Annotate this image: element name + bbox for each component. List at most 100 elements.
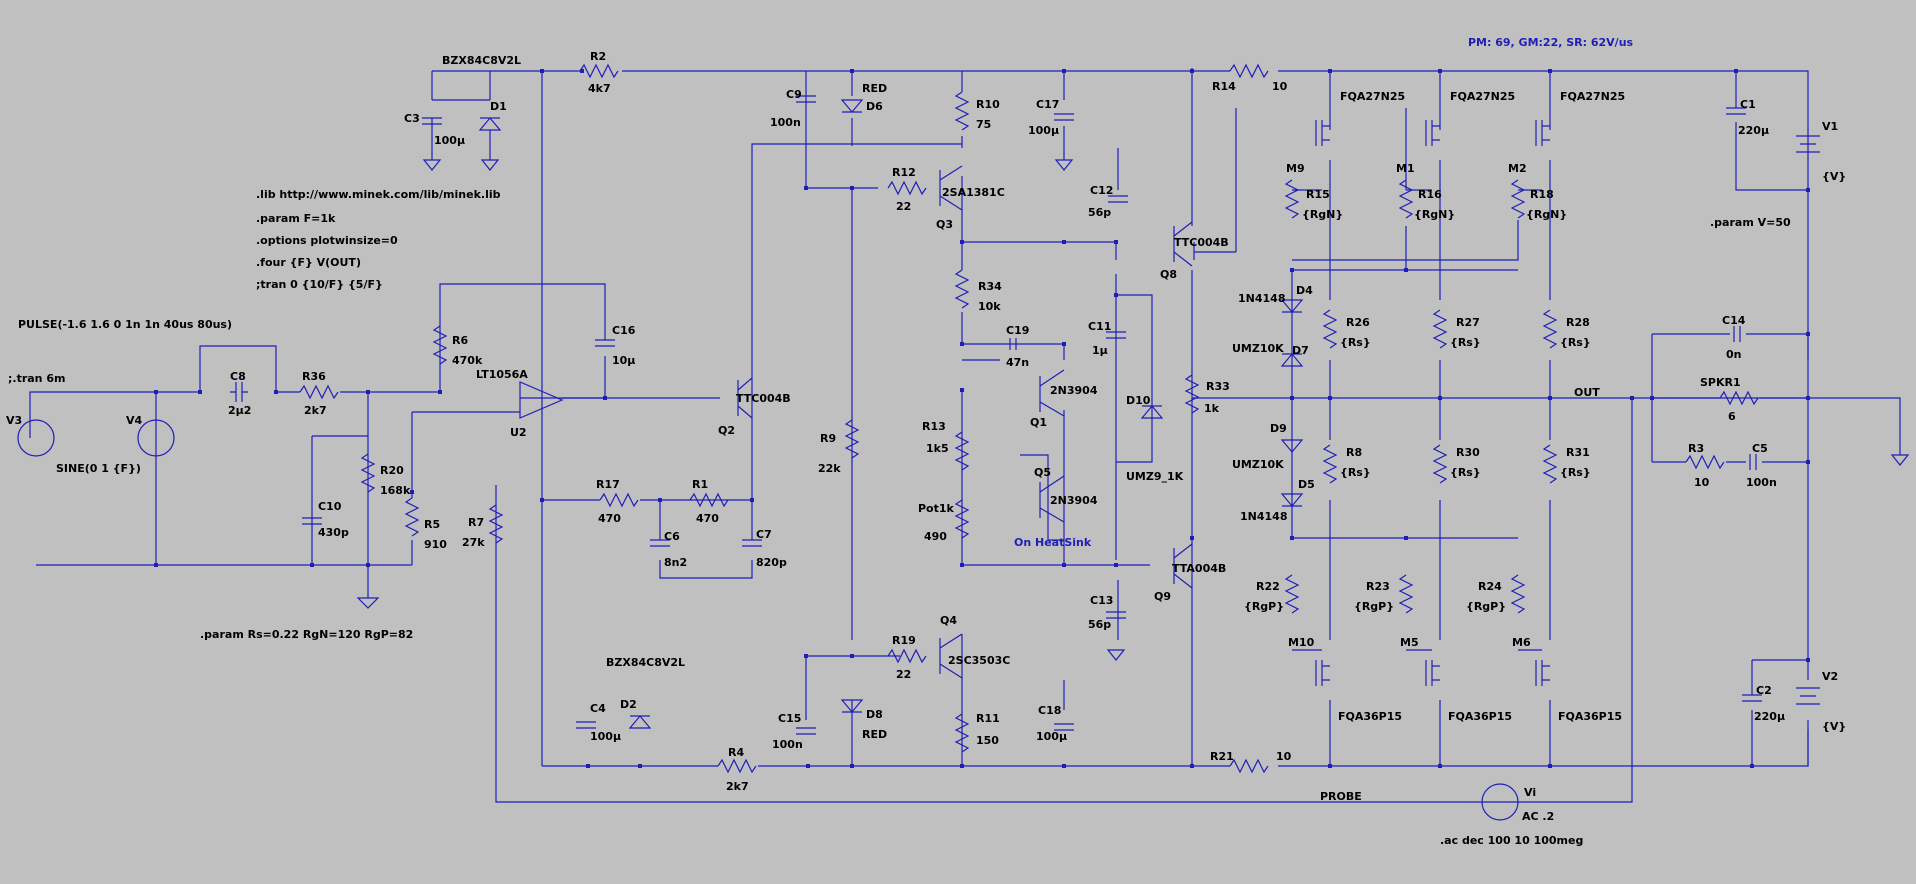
Q8-label: Q8 [1160, 268, 1177, 281]
R9-label: R9 [820, 432, 836, 445]
Q3-label: Q3 [936, 218, 953, 231]
D7-label: D7 [1292, 344, 1309, 357]
C3-symbol [422, 117, 442, 125]
C10-label: C10 [318, 500, 342, 513]
R30-value: {Rs} [1450, 466, 1481, 479]
C7-symbol [742, 539, 762, 547]
R16-label: R16 [1418, 188, 1442, 201]
D6-label: D6 [866, 100, 883, 113]
R26-value: {Rs} [1340, 336, 1371, 349]
SPKR1-symbol [1719, 390, 1759, 406]
R30-symbol [1432, 444, 1448, 484]
C19-symbol [1009, 338, 1017, 350]
R17-symbol [599, 492, 639, 508]
M5-symbol [1425, 660, 1440, 686]
R31-symbol [1542, 444, 1558, 484]
R13-value: 1k5 [926, 442, 949, 455]
Pot1k-symbol [954, 499, 970, 539]
R5-label: R5 [424, 518, 440, 531]
M1-label: M1 [1396, 162, 1415, 175]
R2-label: R2 [590, 50, 606, 63]
directive-param-f: .param F=1k [256, 212, 336, 225]
wires [29, 68, 1901, 803]
R6-label: R6 [452, 334, 468, 347]
D8-label: D8 [866, 708, 883, 721]
R36-value: 2k7 [304, 404, 327, 417]
R26-label: R26 [1346, 316, 1370, 329]
directive-tran2: ;.tran 6m [8, 372, 65, 385]
M2-value: FQA27N25 [1560, 90, 1625, 103]
R12-symbol [887, 180, 927, 196]
C14-value: 0n [1726, 348, 1742, 361]
M2-label: M2 [1508, 162, 1527, 175]
R7-label: R7 [468, 516, 484, 529]
R1-label: R1 [692, 478, 708, 491]
R2-value: 4k7 [588, 82, 611, 95]
Vi-value: AC .2 [1522, 810, 1554, 823]
C12-label: C12 [1090, 184, 1113, 197]
C8-value: 2µ2 [228, 404, 251, 417]
C6-symbol [650, 539, 670, 547]
Pot1k-value: 490 [924, 530, 947, 543]
R8-value: {Rs} [1340, 466, 1371, 479]
R34-value: 10k [978, 300, 1001, 313]
C10-value: 430p [318, 526, 349, 539]
R16-symbol [1398, 179, 1414, 219]
C19-label: C19 [1006, 324, 1029, 337]
Pot1k-label: Pot1k [918, 502, 955, 515]
Q2-symbol [737, 377, 753, 419]
D4-value: 1N4148 [1238, 292, 1285, 305]
R36-symbol [299, 384, 339, 400]
R9-value: 22k [818, 462, 841, 475]
R28-value: {Rs} [1560, 336, 1591, 349]
C17-label: C17 [1036, 98, 1059, 111]
D1-label: D1 [490, 100, 507, 113]
C9-symbol [796, 95, 816, 103]
Q8-symbol [1173, 221, 1193, 267]
R10-value: 75 [976, 118, 991, 131]
M1-value: FQA27N25 [1450, 90, 1515, 103]
R11-value: 150 [976, 734, 999, 747]
Q9-label: Q9 [1154, 590, 1171, 603]
M9-symbol [1315, 120, 1330, 146]
R14-symbol [1229, 63, 1269, 79]
D1-value: BZX84C8V2L [442, 54, 521, 67]
R2-symbol [579, 63, 619, 79]
R12-label: R12 [892, 166, 916, 179]
M9-value: FQA27N25 [1340, 90, 1405, 103]
out-label: OUT [1574, 386, 1600, 399]
ground-4 [356, 597, 380, 609]
SPKR1-value: 6 [1728, 410, 1736, 423]
R27-label: R27 [1456, 316, 1480, 329]
symbols [17, 63, 1910, 821]
C17-value: 100µ [1028, 124, 1059, 137]
R23-value: {RgP} [1354, 600, 1394, 613]
R8-label: R8 [1346, 446, 1362, 459]
R20-symbol [360, 453, 376, 493]
V3-label: V3 [6, 414, 22, 427]
R14-value: 10 [1272, 80, 1288, 93]
C15-value: 100n [772, 738, 803, 751]
R31-label: R31 [1566, 446, 1590, 459]
Q9-symbol [1173, 543, 1193, 589]
C1-value: 220µ [1738, 124, 1769, 137]
pulse-label: PULSE(-1.6 1.6 0 1n 1n 40us 80us) [18, 318, 232, 331]
M1-symbol [1425, 120, 1440, 146]
C13-label: C13 [1090, 594, 1113, 607]
C15-label: C15 [778, 712, 801, 725]
C3-value: 100µ [434, 134, 465, 147]
labels: PM: 69, GM:22, SR: 62V/us .lib http://ww… [6, 36, 1846, 847]
D5-symbol [1280, 493, 1304, 507]
R19-label: R19 [892, 634, 916, 647]
M2-symbol [1535, 120, 1550, 146]
R26-symbol [1322, 309, 1338, 349]
D8-value: RED [862, 728, 887, 741]
M5-value: FQA36P15 [1448, 710, 1512, 723]
V1-label: V1 [1822, 120, 1838, 133]
C14-symbol [1733, 326, 1741, 342]
U2-value: LT1056A [476, 368, 528, 381]
C11-value: 1µ [1092, 344, 1108, 357]
Q5-label: Q5 [1034, 466, 1051, 479]
R8-symbol [1322, 444, 1338, 484]
